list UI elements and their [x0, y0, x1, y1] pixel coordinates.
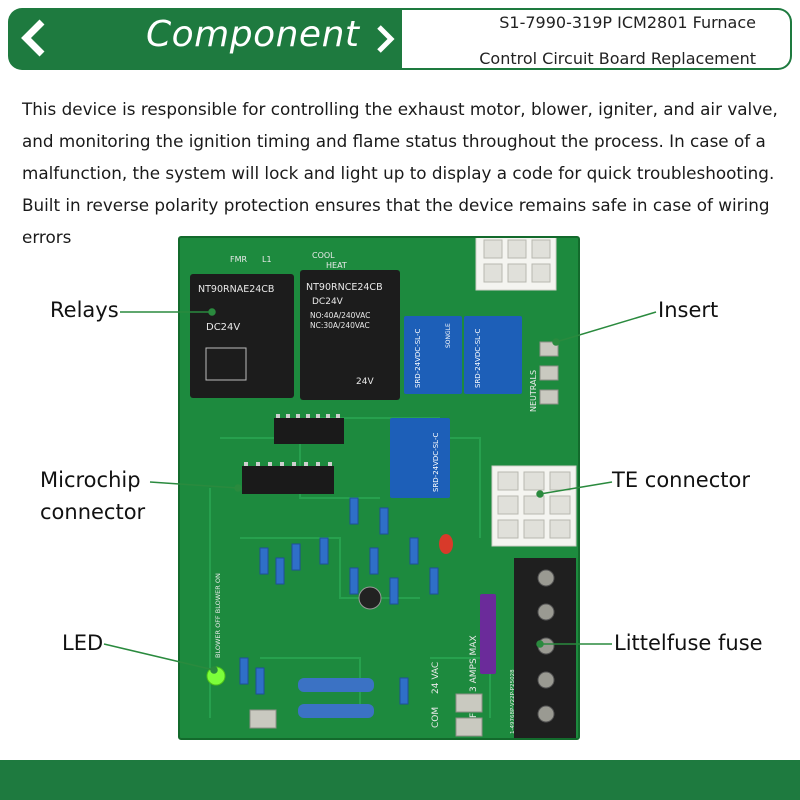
silk-neutrals: NEUTRALS	[529, 370, 538, 412]
product-description: This device is responsible for controlli…	[22, 99, 778, 247]
silk-fmr: FMR	[230, 255, 248, 264]
callout-connector: connector	[40, 500, 146, 524]
header-frame	[402, 8, 792, 70]
callout-led: LED	[62, 631, 104, 655]
callout-microchip: Microchip	[40, 468, 141, 492]
relay-1-model: NT90RNAE24CB	[198, 284, 274, 295]
product-name-line-1: S1-7990-319P ICM2801 Furnace	[499, 13, 756, 32]
blue-relay-2-label: SRD-24VDC-SL-C	[474, 329, 482, 388]
chevron-right-icon	[377, 25, 395, 53]
chevron-left-icon	[21, 19, 45, 57]
blue-relay-3-label: SRD-24VDC-SL-C	[432, 433, 440, 492]
page-title: Component	[146, 14, 360, 55]
callout-insert: Insert	[658, 298, 719, 322]
relay-1-voltage: DC24V	[206, 322, 240, 333]
silk-com: COM	[431, 707, 441, 728]
silk-l1: L1	[262, 255, 272, 264]
product-name-line-2: Control Circuit Board Replacement	[479, 49, 756, 68]
relay-2-model: NT90RNCE24CB	[306, 282, 383, 293]
callout-fuse: Littelfuse fuse	[614, 631, 763, 655]
footer-bar	[0, 760, 800, 800]
circuit-board-image: NT90RNAE24CB DC24V NT90RNCE24CB DC24V NO…	[178, 236, 580, 740]
callout-relays: Relays	[50, 298, 119, 322]
relay-2-coil: 24V	[356, 377, 374, 387]
silk-blower: BLOWER OFF BLOWER ON	[214, 573, 222, 658]
relay-2-voltage: DC24V	[312, 297, 344, 307]
silk-cool: COOL	[312, 251, 335, 260]
relay-2-no-rating: NO:40A/240VAC	[310, 311, 370, 320]
silk-part-number: 1-49768P-V22P-P25028	[510, 669, 516, 734]
silk-fuse: FUSE 3 AMPS MAX	[469, 635, 479, 718]
relay-2-nc-rating: NC:30A/240VAC	[310, 321, 370, 330]
silk-24vac: 24 VAC	[431, 662, 441, 694]
callout-te-connector: TE connector	[612, 468, 750, 492]
blue-relay-brand: SONGLE	[445, 323, 452, 348]
silk-heat: HEAT	[326, 261, 347, 270]
header-banner: Component	[8, 8, 402, 70]
circuit-board-drawing: NT90RNAE24CB DC24V NT90RNCE24CB DC24V NO…	[190, 238, 577, 738]
blue-relay-1-label: SRD-24VDC-SL-C	[414, 329, 422, 388]
